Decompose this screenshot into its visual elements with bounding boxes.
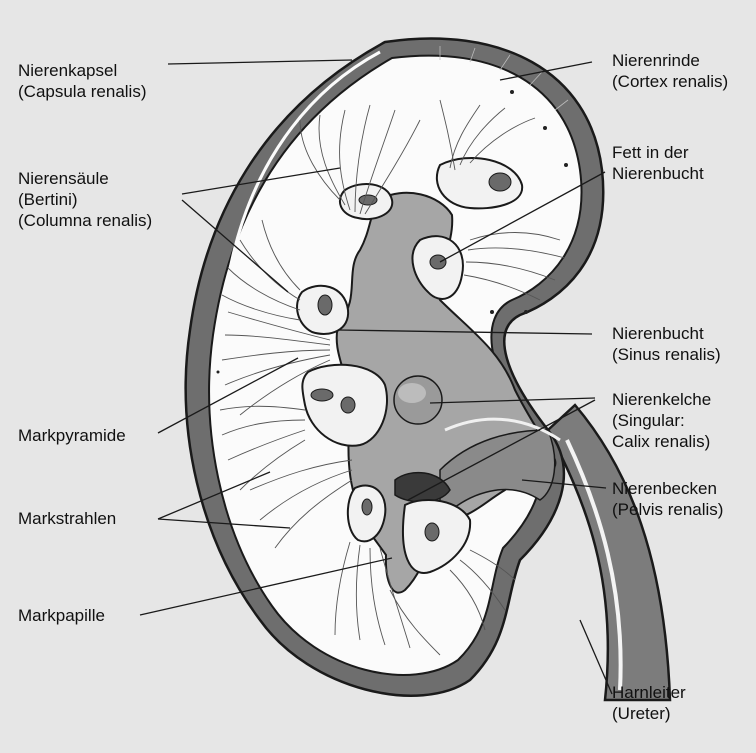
label-markpapille: Markpapille xyxy=(18,605,105,626)
label-markstrahlen: Markstrahlen xyxy=(18,508,116,529)
label-nierenbucht: Nierenbucht (Sinus renalis) xyxy=(612,323,721,365)
label-markpyramide: Markpyramide xyxy=(18,425,126,446)
label-nierenkapsel: Nierenkapsel (Capsula renalis) xyxy=(18,60,147,102)
label-nierenrinde: Nierenrinde (Cortex renalis) xyxy=(612,50,728,92)
label-nierensaeule: Nierensäule (Bertini) (Columna renalis) xyxy=(18,168,152,231)
label-harnleiter: Harnleiter (Ureter) xyxy=(612,682,686,724)
label-nierenbecken: Nierenbecken (Pelvis renalis) xyxy=(612,478,723,520)
label-nierenkelche: Nierenkelche (Singular: Calix renalis) xyxy=(612,389,711,452)
label-fett: Fett in der Nierenbucht xyxy=(612,142,704,184)
leader-nierenkapsel xyxy=(168,60,352,64)
